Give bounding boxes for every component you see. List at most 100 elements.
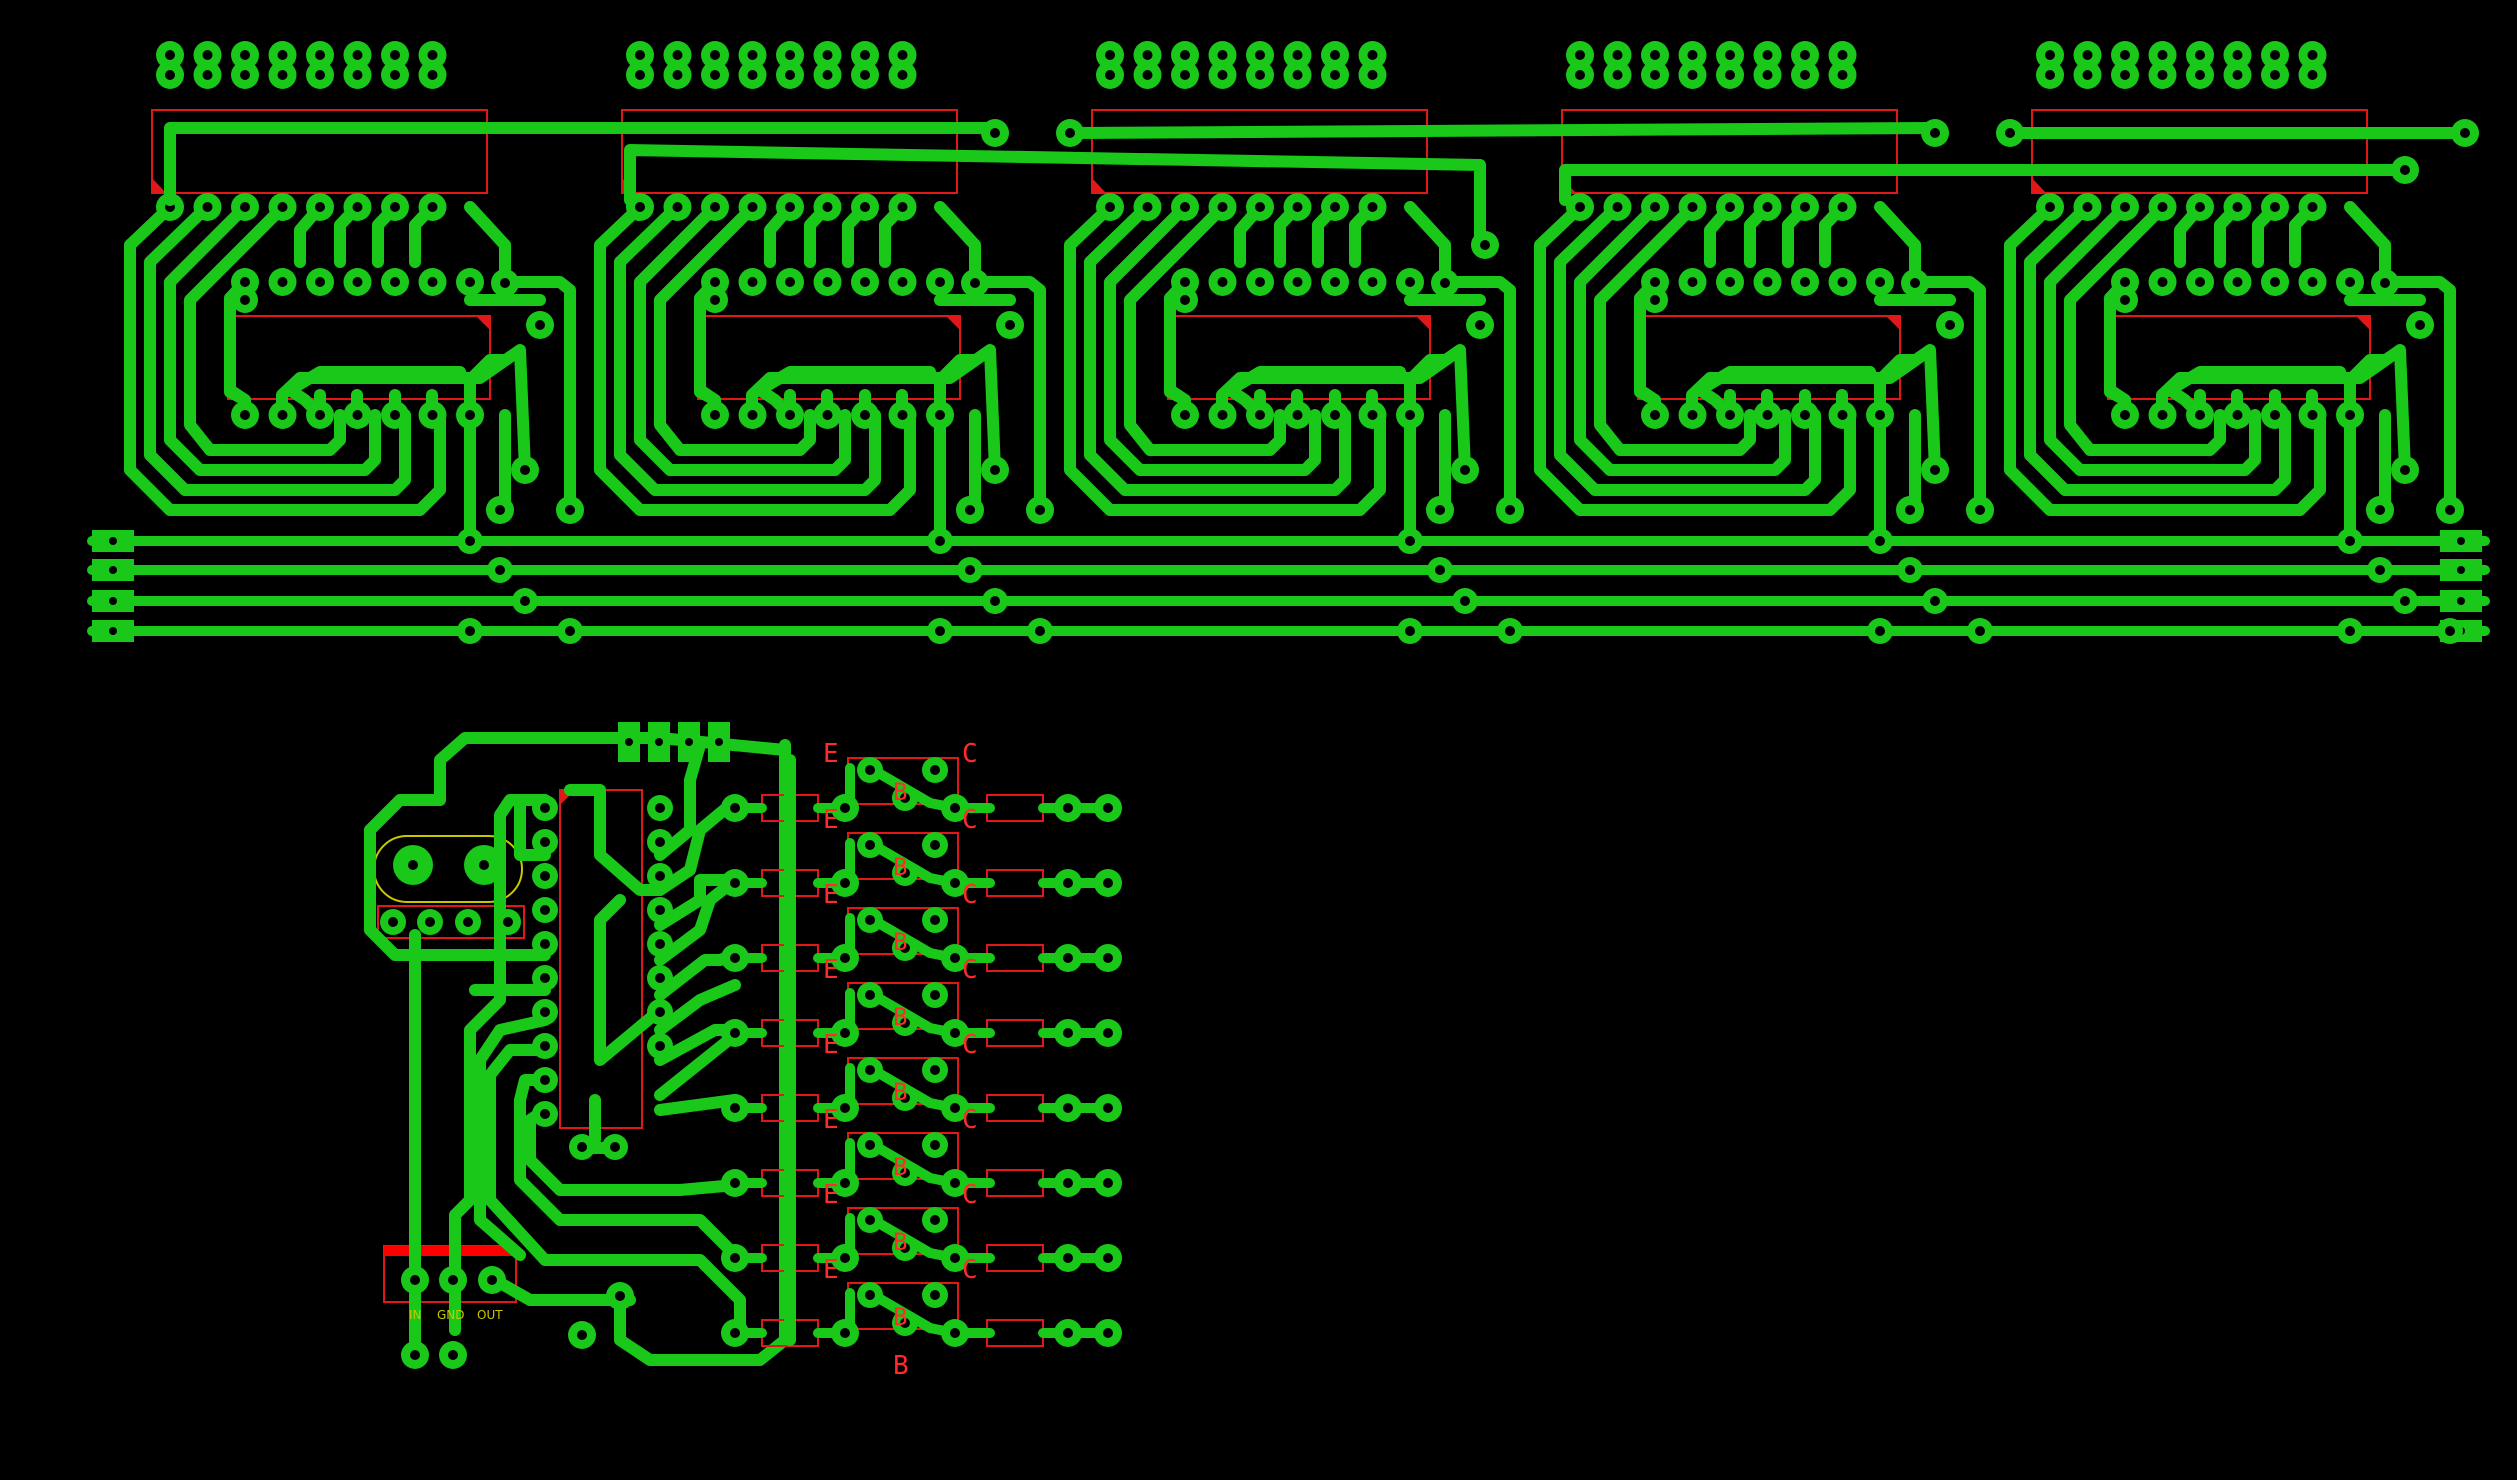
top-bus-trace [1559, 164, 2406, 206]
pad-hole [1180, 295, 1190, 305]
pad-hole [2157, 50, 2168, 60]
pad-hole [2005, 128, 2015, 138]
bus-lines [87, 528, 2490, 644]
pad-hole [1367, 70, 1378, 80]
pad-hole [2232, 50, 2243, 60]
pad-hole [950, 1028, 960, 1038]
pad-hole [240, 277, 250, 287]
pad-hole [1875, 536, 1885, 546]
pad-hole [565, 626, 575, 636]
driver-row-7 [721, 1207, 1122, 1272]
pad-hole [1612, 70, 1623, 80]
pad-hole [1180, 410, 1190, 420]
pad-hole [2445, 626, 2455, 636]
pad-hole [1650, 277, 1660, 287]
pad-hole [1367, 277, 1378, 287]
pad-hole [390, 277, 400, 287]
pad-hole [1255, 70, 1265, 80]
pad-hole [1800, 50, 1810, 60]
pad-hole [2445, 505, 2455, 515]
pad-hole [2232, 70, 2243, 80]
pad-hole [897, 202, 908, 212]
pad-hole [495, 565, 505, 575]
pad-hole [315, 202, 325, 212]
pad-hole [1612, 50, 1623, 60]
transistor-label-b: B [893, 778, 907, 806]
pad-hole [109, 597, 117, 605]
pad-hole [930, 1065, 940, 1075]
display-trace [1404, 354, 1451, 421]
pad-hole [655, 939, 665, 949]
pad-hole [1292, 410, 1303, 420]
pad-hole [1575, 70, 1585, 80]
pad-hole [1063, 1178, 1073, 1188]
pad-hole [865, 1140, 875, 1150]
pad-hole [1367, 202, 1378, 212]
pad-hole [860, 277, 870, 287]
pad-hole [540, 905, 550, 915]
pad-hole [822, 70, 833, 80]
pad-hole [2457, 537, 2465, 545]
pad-hole [109, 566, 117, 574]
display-trace [594, 201, 916, 516]
pad-hole [465, 626, 475, 636]
pad-hole [1180, 50, 1190, 60]
pad-hole [715, 738, 723, 746]
pad-hole [165, 70, 175, 80]
pad-hole [2082, 70, 2093, 80]
display-modules [124, 41, 2479, 546]
display-trace [614, 201, 881, 496]
pad-hole [540, 1007, 550, 1017]
transistor-label-c: C [962, 1255, 978, 1285]
pad-hole [240, 295, 250, 305]
driver-row-6 [721, 1132, 1122, 1197]
display-module-3 [1064, 41, 1524, 546]
pad-hole [1292, 50, 1303, 60]
pad-hole [897, 410, 908, 420]
pad-hole [710, 70, 720, 80]
pad-hole [2307, 277, 2318, 287]
pad-hole [635, 202, 645, 212]
controller-trace [594, 894, 666, 1066]
pad-hole [390, 70, 400, 80]
pad-hole [710, 295, 720, 305]
transistor-label-c: C [962, 1030, 978, 1060]
pad-hole [1505, 505, 1515, 515]
pad-hole [2270, 70, 2280, 80]
pad-hole [2157, 70, 2168, 80]
pad-hole [1065, 128, 1075, 138]
pad-hole [240, 50, 250, 60]
pad-hole [900, 943, 910, 953]
display-trace [1104, 201, 1321, 476]
pad-hole [2157, 410, 2168, 420]
pad-hole [1367, 410, 1378, 420]
pad-hole [1142, 202, 1153, 212]
pad-hole [2082, 50, 2093, 60]
pad-hole [352, 50, 363, 60]
top-bus-trace [1064, 122, 1936, 139]
pad-hole [315, 277, 325, 287]
pad-hole [315, 410, 325, 420]
pad-hole [950, 1328, 960, 1338]
controller-trace [654, 1029, 741, 1101]
pad-hole [1103, 1028, 1113, 1038]
pad-hole [2375, 505, 2385, 515]
regulator-label-out: OUT [477, 1308, 503, 1322]
pad-hole [897, 277, 908, 287]
pad-hole [840, 1028, 850, 1038]
pad-hole [1292, 70, 1303, 80]
pad-hole [520, 465, 530, 475]
pad-hole [930, 1140, 940, 1150]
controller-trace [484, 1044, 746, 1341]
pad-hole [965, 565, 975, 575]
pad-hole [655, 738, 663, 746]
display-trace [1084, 201, 1351, 496]
display-trace [144, 201, 411, 496]
pad-hole [730, 1253, 740, 1263]
pad-hole [1255, 410, 1265, 420]
pad-hole [747, 202, 758, 212]
cap-outline [377, 905, 525, 939]
pad-hole [950, 1103, 960, 1113]
pad-hole [840, 1328, 850, 1338]
pad-hole [1292, 277, 1303, 287]
